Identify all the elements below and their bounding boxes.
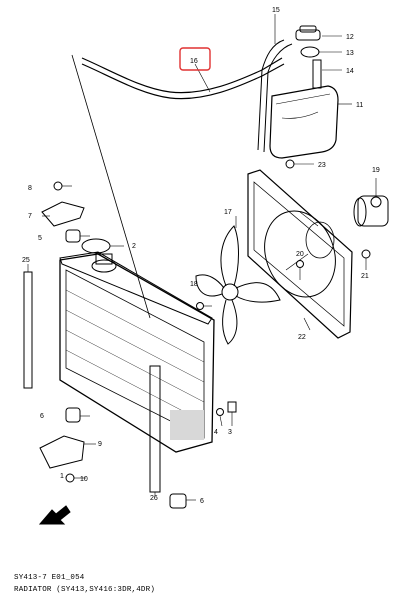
callout-6-right: 6 xyxy=(200,498,204,505)
highlight-box xyxy=(179,47,211,71)
callout-7: 7 xyxy=(28,213,32,220)
reservoir-seal xyxy=(300,46,320,58)
reservoir-tank xyxy=(269,85,339,159)
bracket-bolt xyxy=(53,181,63,191)
callout-9: 9 xyxy=(98,441,102,448)
callout-19: 19 xyxy=(372,167,380,174)
fan-motor xyxy=(353,195,389,227)
callout-14: 14 xyxy=(346,68,354,75)
leader-line xyxy=(71,54,151,319)
drain-plug xyxy=(216,408,224,416)
callout-10: 10 xyxy=(80,476,88,483)
lower-side-plate xyxy=(149,365,161,493)
fan-nut xyxy=(296,260,304,268)
callout-1: 1 xyxy=(60,473,64,480)
overflow-hose xyxy=(81,57,285,100)
callout-6-left: 6 xyxy=(40,413,44,420)
callout-8: 8 xyxy=(28,185,32,192)
cap-gasket xyxy=(81,238,111,254)
reservoir-cap xyxy=(295,25,321,41)
diagram-code: SY413-7 E01_054 xyxy=(14,574,85,582)
radiator-top-tank xyxy=(59,251,213,325)
callout-17: 17 xyxy=(224,209,232,216)
side-plate xyxy=(23,271,33,389)
motor-bolt xyxy=(361,249,371,259)
callout-15: 15 xyxy=(272,7,280,14)
front-arrow-icon xyxy=(38,505,71,525)
callout-3: 3 xyxy=(228,429,232,436)
callout-11: 11 xyxy=(356,102,363,109)
callout-25: 25 xyxy=(22,257,30,264)
lower-cushion-right xyxy=(169,493,187,509)
drain-valve xyxy=(227,401,237,413)
lower-cushion-left xyxy=(65,407,81,423)
upper-bracket xyxy=(41,201,85,227)
callout-2: 2 xyxy=(132,243,136,250)
upper-cushion xyxy=(65,229,81,243)
tank-bolt xyxy=(285,159,295,169)
callout-12: 12 xyxy=(346,34,354,41)
leader-lines xyxy=(27,35,377,501)
radiator-core xyxy=(59,253,215,453)
callout-18: 18 xyxy=(190,281,198,288)
reservoir-hose xyxy=(257,14,293,153)
callout-26: 26 xyxy=(150,495,158,502)
callout-22: 22 xyxy=(298,334,306,341)
callout-20: 20 xyxy=(296,251,304,258)
fan-shroud xyxy=(247,169,353,339)
callout-13: 13 xyxy=(346,50,354,57)
callout-21: 21 xyxy=(361,273,369,280)
diagram-title: RADIATOR (SY413,SY416:3DR,4DR) xyxy=(14,586,156,594)
reservoir-tube xyxy=(312,59,322,89)
callout-23: 23 xyxy=(318,162,326,169)
cooling-fan xyxy=(195,225,281,345)
lower-bracket xyxy=(39,435,85,469)
callout-5: 5 xyxy=(38,235,42,242)
lower-bolt xyxy=(65,473,75,483)
callout-16: 16 xyxy=(190,58,198,65)
callout-4: 4 xyxy=(214,429,218,436)
fan-screw xyxy=(196,302,204,310)
